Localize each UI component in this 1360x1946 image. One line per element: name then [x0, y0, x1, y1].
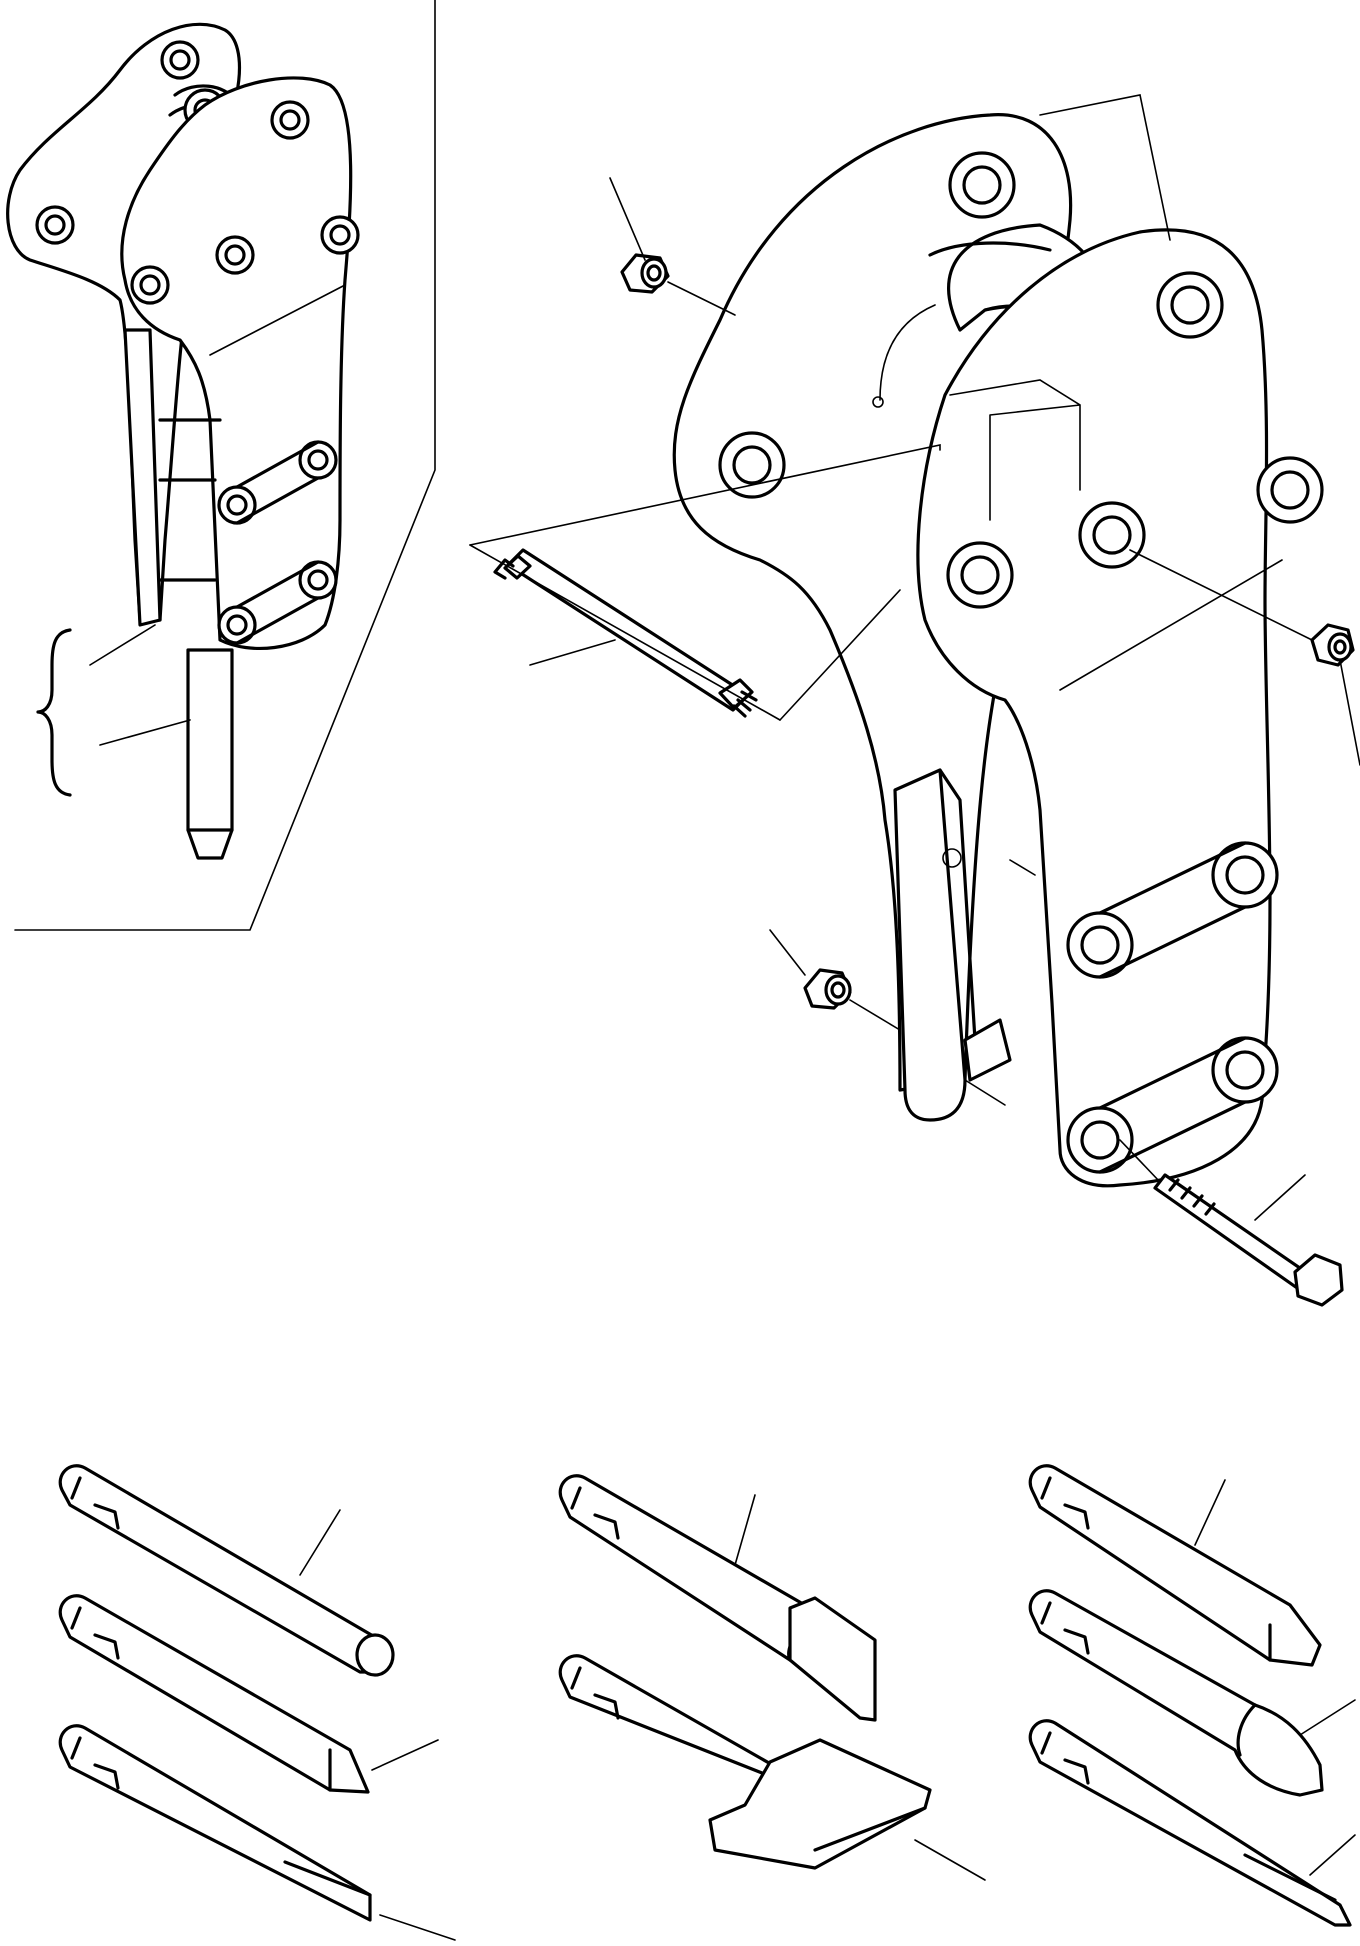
main-center-block	[949, 379, 1081, 521]
inset-side-rail	[123, 328, 162, 627]
main-front-plate	[916, 228, 1272, 1188]
main-assembly	[469, 94, 1360, 1307]
inset-frame	[14, 0, 436, 931]
inset-leader-1	[89, 624, 156, 666]
inset-brace	[36, 628, 72, 797]
main-plate-seams	[1009, 559, 1283, 876]
tool-col3-row1	[1028, 1464, 1322, 1667]
main-block-foot	[963, 1018, 1012, 1082]
tool-col3-row3	[1028, 1719, 1356, 1927]
tools-grid	[58, 1464, 1356, 1941]
inset-chisel	[186, 648, 234, 860]
main-bottom-bolt	[1153, 1173, 1344, 1307]
inset-leader-2	[99, 719, 191, 746]
main-nut-right	[1310, 623, 1355, 667]
main-leader-lines	[469, 94, 1360, 1221]
tool-col1-row1	[58, 1464, 395, 1677]
main-side-rail	[893, 768, 967, 1122]
main-pin	[493, 548, 758, 718]
main-cylinder-curve	[879, 304, 936, 401]
main-nut-lower-left	[803, 968, 852, 1010]
tool-col1-row2	[58, 1594, 439, 1794]
main-front-plate-bolts	[946, 271, 1324, 1174]
tool-col3-row2	[1028, 1589, 1356, 1797]
inset-plate-seam	[209, 284, 346, 356]
tool-col2-row1	[558, 1474, 877, 1722]
main-nut-upper-left	[620, 253, 670, 294]
inset-bolts	[35, 40, 360, 645]
inset-front-plate	[120, 76, 353, 651]
inset-rail-lines	[158, 418, 222, 582]
main-cylinder-port	[872, 396, 884, 408]
main-rail-hole	[942, 848, 962, 868]
tool-col2-row2	[558, 1654, 986, 1881]
inset-overview	[6, 0, 436, 931]
main-rail-inner	[938, 768, 977, 1042]
tool-col1-row3	[58, 1724, 456, 1941]
